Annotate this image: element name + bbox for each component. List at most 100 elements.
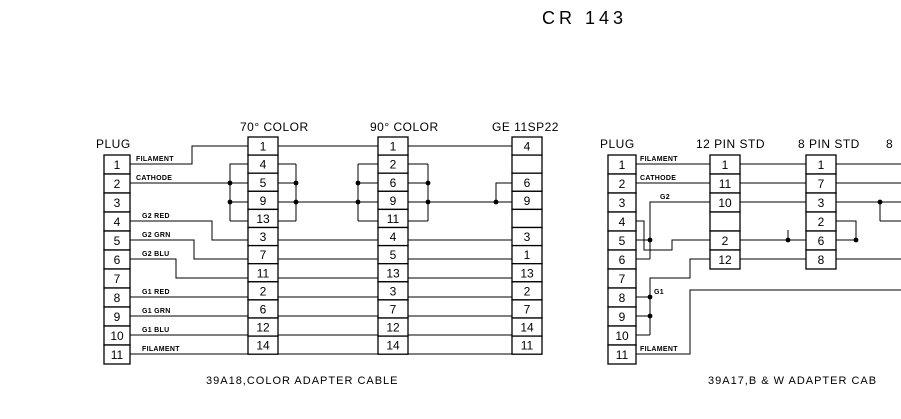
left-plug-pin-label: 5 (114, 234, 121, 248)
col-8pin-pin-label: 7 (818, 177, 825, 191)
col-70-pin-label: 3 (260, 230, 267, 244)
right-plug-pin-label: 10 (615, 329, 629, 343)
right-junction-dots (647, 199, 883, 319)
wire-label: CATHODE (640, 175, 676, 182)
col-8pin-pin-label: 1 (818, 158, 825, 172)
col-ge-cell (511, 154, 543, 174)
col-ge-pin-label: 3 (524, 230, 531, 244)
col-12pin-pin-label: 10 (718, 196, 732, 210)
wire-label: G2 (660, 194, 670, 201)
col-90-pin-label: 3 (390, 284, 397, 298)
left-plug-pin-label: 9 (114, 310, 121, 324)
col-8pin-cell (805, 249, 837, 270)
col-70-pin-label: 13 (256, 212, 270, 226)
left-plug-pin-label: 2 (114, 177, 121, 191)
right-plug-pin-label: 5 (619, 234, 626, 248)
right-plug-header: PLUG (600, 137, 635, 151)
col-90-pin-label: 1 (390, 140, 397, 154)
header-70-color: 70° COLOR (240, 120, 309, 134)
wire-label: G1 BLU (142, 327, 169, 334)
wire-label: G2 BLU (142, 251, 169, 258)
wire-label: FILAMENT (142, 346, 180, 353)
col-12pin-pin-label: 11 (719, 177, 732, 191)
left-plug-pin-label: 10 (110, 329, 124, 343)
right-plug-pin-label: 8 (619, 291, 626, 305)
col-ge-pin-label: 9 (524, 194, 531, 208)
wire-label: FILAMENT (640, 346, 678, 353)
wire-label: CATHODE (136, 175, 172, 182)
col-90-pin-label: 9 (390, 194, 397, 208)
left-plug-cell (103, 344, 131, 365)
right-plug-cell (607, 344, 637, 365)
left-plug-header: PLUG (96, 137, 131, 151)
wire-label: FILAMENT (136, 156, 174, 163)
col-ge-pin-label: 1 (524, 248, 531, 262)
col-8pin-pin-label: 3 (818, 196, 825, 210)
col-12pin-pin-label: 1 (722, 158, 729, 172)
col-ge-pin-label: 11 (521, 339, 534, 353)
connector-8-pin-std: 1 7 3 2 6 8 (805, 154, 837, 270)
left-wire-labels: FILAMENT CATHODE G2 RED G2 GRN G2 BLU G1… (136, 156, 180, 353)
col-70-pin-label: 9 (260, 194, 267, 208)
right-wires (636, 163, 901, 355)
left-caption: 39A18,COLOR ADAPTER CABLE (206, 375, 399, 387)
col-12pin-cell (709, 249, 741, 270)
col-8pin-pin-label: 6 (818, 234, 825, 248)
diagram-title: CR 143 (542, 8, 627, 28)
left-plug-pin-label: 8 (114, 291, 121, 305)
right-plug-pin-label: 3 (619, 196, 626, 210)
col-ge-cell (511, 208, 543, 229)
col-90-pin-label: 11 (387, 212, 400, 226)
col-70-pin-label: 5 (260, 176, 267, 190)
right-caption: 39A17,B & W ADAPTER CAB (708, 375, 877, 387)
col-12pin-pin-label: 2 (722, 234, 729, 248)
col-70-pin-label: 14 (256, 339, 270, 353)
right-plug-pin-label: 4 (619, 215, 626, 229)
col-8pin-pin-label: 2 (818, 215, 825, 229)
col-90-pin-label: 14 (386, 339, 400, 353)
col-70-pin-label: 11 (257, 266, 270, 280)
col-70-pin-label: 7 (260, 248, 267, 262)
right-plug-pin-label: 6 (619, 253, 626, 267)
col-ge-pin-label: 13 (520, 266, 534, 280)
col-ge-pin-label: 4 (524, 140, 531, 154)
right-plug-pin-label: 9 (619, 310, 626, 324)
wire-label: G2 RED (142, 213, 170, 220)
col-ge-pin-label: 2 (524, 284, 531, 298)
left-plug-pin-label: 6 (114, 253, 121, 267)
wire-label: G2 GRN (142, 232, 171, 239)
col-90-pin-label: 13 (386, 266, 400, 280)
col-70-pin-label: 1 (260, 140, 267, 154)
col-70-pin-label: 6 (260, 302, 267, 316)
left-plug-pin-label: 3 (114, 196, 121, 210)
col-12pin-cell (709, 211, 741, 232)
col-90-cell (377, 335, 409, 355)
header-8-pin-std: 8 PIN STD (798, 137, 860, 151)
col-8pin-pin-label: 8 (818, 253, 825, 267)
right-plug-pin-label: 1 (619, 158, 626, 172)
right-wire-labels: FILAMENT CATHODE G2 G1 FILAMENT (640, 156, 678, 353)
col-70-cell (247, 335, 279, 355)
col-ge-cell (511, 335, 543, 355)
left-plug-pin-label: 7 (114, 272, 121, 286)
col-70-pin-label: 4 (260, 158, 267, 172)
left-plug-pin-label: 4 (114, 215, 121, 229)
wire-label: G1 (654, 289, 664, 296)
left-plug-pin-label: 1 (114, 158, 121, 172)
header-90-color: 90° COLOR (370, 120, 439, 134)
col-70-pin-label: 12 (256, 321, 270, 335)
col-ge-pin-label: 7 (524, 302, 531, 316)
col-ge-pin-label: 6 (524, 176, 531, 190)
col-90-pin-label: 5 (390, 248, 397, 262)
left-junction-dots (227, 180, 499, 205)
right-plug-pin-label: 2 (619, 177, 626, 191)
header-partial: 8 (886, 137, 893, 151)
